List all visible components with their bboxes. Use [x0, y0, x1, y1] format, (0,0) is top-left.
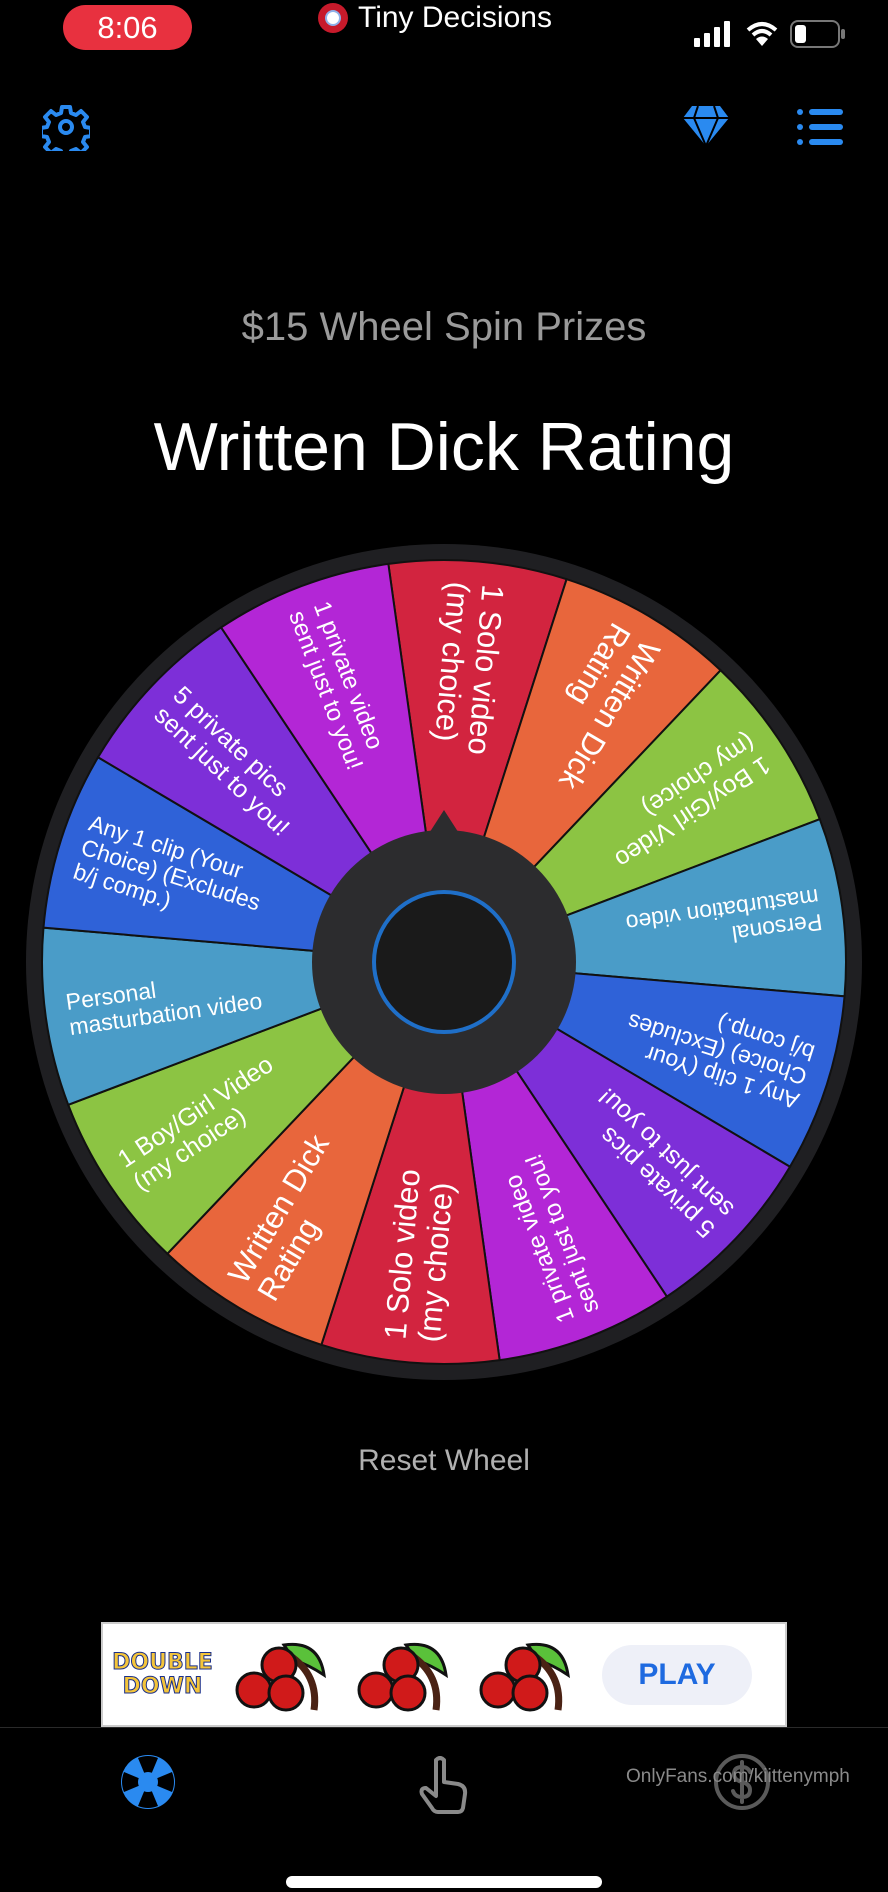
- prize-wheel[interactable]: 1 Solo video(my choice)Written DickRatin…: [0, 520, 888, 1410]
- cherry-icon: [357, 1642, 448, 1711]
- status-time: 8:06: [63, 5, 192, 50]
- battery-icon: [790, 20, 845, 48]
- tab-dollar-icon[interactable]: [712, 1752, 772, 1812]
- spin-button[interactable]: [372, 890, 516, 1034]
- settings-gear-icon[interactable]: [42, 103, 90, 151]
- wifi-icon: [746, 22, 778, 46]
- cherry-icon: [479, 1642, 570, 1711]
- tab-bar-divider: [0, 1727, 888, 1728]
- watermark: OnlyFans.com/kiittenymph: [626, 1766, 850, 1787]
- spin-result: Written Dick Rating: [153, 409, 735, 485]
- wheel-title: $15 Wheel Spin Prizes: [241, 305, 647, 349]
- tab-wheel-icon[interactable]: [120, 1754, 176, 1810]
- cherry-icon: [235, 1642, 326, 1711]
- logo-line: DOWN: [122, 1673, 203, 1699]
- signal-icon: [694, 21, 730, 47]
- ad-play-button[interactable]: PLAY: [602, 1644, 752, 1705]
- screen-recording-indicator: Tiny Decisions: [318, 0, 552, 36]
- time-text: 8:06: [97, 9, 158, 45]
- wheel-pointer-icon: [426, 810, 462, 838]
- record-icon: [318, 3, 348, 33]
- reset-wheel-button[interactable]: Reset Wheel: [358, 1444, 530, 1477]
- status-icons: [694, 20, 846, 48]
- list-menu-icon[interactable]: [797, 108, 843, 146]
- diamond-premium-icon[interactable]: [682, 104, 730, 148]
- home-indicator[interactable]: [286, 1876, 602, 1888]
- app-name: Tiny Decisions: [358, 1, 552, 34]
- logo-line: DOUBLE: [112, 1649, 214, 1675]
- tab-tap-hand-icon[interactable]: [418, 1756, 470, 1814]
